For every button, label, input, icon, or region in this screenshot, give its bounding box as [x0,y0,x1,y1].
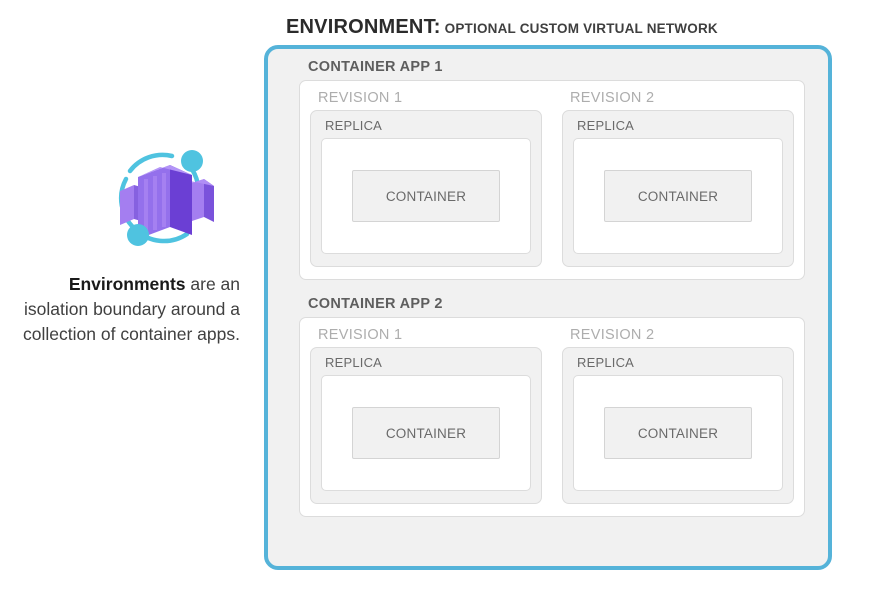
caption-strong-text: Environments [68,274,186,294]
container-app-2-label: CONTAINER APP 2 [308,296,443,312]
app1-revision-1: REVISION 1 REPLICA CONTAINER [310,90,542,267]
caption-rest-text: are an isolation boundary around a colle… [23,274,240,344]
app1-revision-2-replica: REPLICA CONTAINER [562,110,794,267]
app2-revision-2-replica: REPLICA CONTAINER [562,347,794,504]
environment-title-subtitle: OPTIONAL CUSTOM VIRTUAL NETWORK [444,21,718,36]
app2-revision-2-replica-label: REPLICA [577,355,635,370]
left-info-panel: Environments are an isolation boundary a… [0,0,250,593]
app1-revision-2-label: REVISION 2 [570,90,655,106]
app2-revision-1-container-label: CONTAINER [385,425,467,441]
app1-revision-1-container-label: CONTAINER [385,188,467,204]
container-app-2-body: REVISION 1 REPLICA CONTAINER REVISION 2 … [299,317,805,517]
app1-revision-1-replica-inner: CONTAINER [321,138,531,254]
app2-revision-1-label: REVISION 1 [318,327,403,343]
app1-revision-2-replica-inner: CONTAINER [573,138,783,254]
environment-title: ENVIRONMENT:OPTIONAL CUSTOM VIRTUAL NETW… [286,16,718,39]
app2-revision-1-replica: REPLICA CONTAINER [310,347,542,504]
app2-revision-1-container: CONTAINER [352,407,500,459]
app1-revision-2-container: CONTAINER [604,170,752,222]
environment-boundary-box: CONTAINER APP 1 REVISION 1 REPLICA CONTA… [264,45,832,570]
app2-revision-2-label: REVISION 2 [570,327,655,343]
app1-revision-1-replica-label: REPLICA [325,118,383,133]
environment-title-main: ENVIRONMENT: [286,16,441,38]
azure-container-apps-icon [108,143,220,253]
environment-caption: Environments are an isolation boundary a… [8,272,240,347]
container-app-2: CONTAINER APP 2 REVISION 1 REPLICA CONTA… [279,296,817,517]
app2-revision-2-container: CONTAINER [604,407,752,459]
container-app-1-label: CONTAINER APP 1 [308,59,443,75]
app1-revision-2-replica-label: REPLICA [577,118,635,133]
app2-revision-1-replica-inner: CONTAINER [321,375,531,491]
container-app-1: CONTAINER APP 1 REVISION 1 REPLICA CONTA… [279,59,817,280]
app1-revision-2: REVISION 2 REPLICA CONTAINER [562,90,794,267]
app2-revision-2-container-label: CONTAINER [637,425,719,441]
app1-revision-1-replica: REPLICA CONTAINER [310,110,542,267]
app1-revision-1-label: REVISION 1 [318,90,403,106]
app-spacer [279,280,817,296]
container-app-1-body: REVISION 1 REPLICA CONTAINER REVISION 2 … [299,80,805,280]
app2-revision-1-replica-label: REPLICA [325,355,383,370]
app2-revision-2-replica-inner: CONTAINER [573,375,783,491]
app2-revision-1: REVISION 1 REPLICA CONTAINER [310,327,542,504]
app1-revision-1-container: CONTAINER [352,170,500,222]
app2-revision-2: REVISION 2 REPLICA CONTAINER [562,327,794,504]
app1-revision-2-container-label: CONTAINER [637,188,719,204]
